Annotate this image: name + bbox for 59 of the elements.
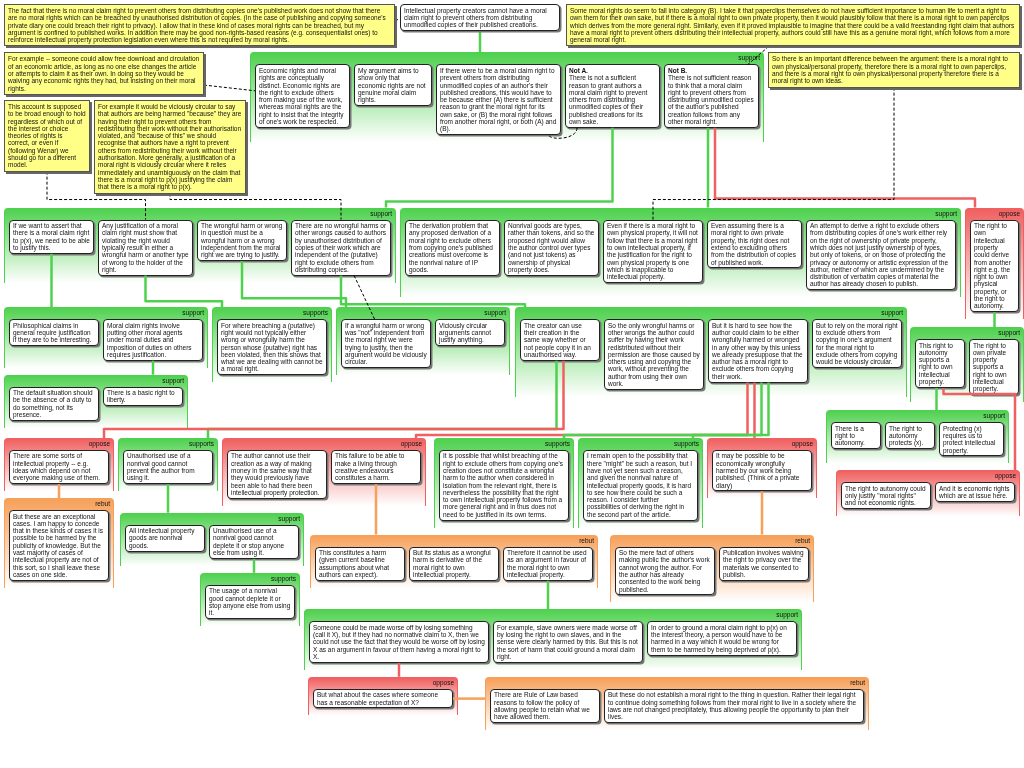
reason-band [4,498,114,588]
reason-band [400,207,961,298]
dashed-link [353,275,376,320]
reason-band [212,307,332,383]
reason-band [578,437,703,528]
reason-band [4,374,188,428]
claim-box [565,64,660,128]
connector-line [57,484,61,499]
reason-band [485,676,869,730]
reason-band [304,609,802,670]
connector-line [397,662,401,677]
reason-band [200,572,300,627]
connector-line [942,387,1017,471]
reason-band [836,470,1020,517]
connector-line [691,382,770,438]
reason-band [308,676,458,716]
connector-line [706,127,710,208]
reason-band [118,437,218,492]
reason-band [222,437,426,506]
reason-band [4,437,114,492]
reason-band [965,207,1024,320]
connector-line [240,261,348,308]
connector-line [753,382,756,438]
reason-band [120,512,304,566]
reason-band [4,207,396,283]
connector-line [252,558,256,573]
reason-band [610,534,814,603]
dashed-link [46,171,146,221]
reason-band [434,437,574,528]
dashed-link [652,87,895,221]
connector-line [546,580,550,610]
reason-band [910,327,1024,403]
connector-line [935,387,938,411]
connector-line [374,484,378,535]
connector-line [102,360,565,438]
connector-line [166,484,170,513]
dashed-link [747,46,770,65]
reason-band [336,307,510,375]
connector-line [384,127,614,208]
claim-box [664,64,759,128]
connector-line [478,30,482,53]
dashed-link [548,127,578,139]
connector-line [562,382,763,438]
reason-band [250,52,764,143]
connector-line [144,275,224,308]
connector-line [453,697,485,700]
reason-band [515,307,907,397]
connector-line [993,312,996,328]
connector-line [713,127,977,208]
reason-band [4,307,208,368]
connector-line [339,275,527,308]
reason-band [310,534,598,588]
reason-band [707,437,817,499]
connector-line [50,253,53,308]
dashed-link [203,84,256,92]
connector-line [760,491,764,535]
reason-band [826,410,1009,464]
connector-line [151,360,155,375]
dashed-link [169,193,342,221]
